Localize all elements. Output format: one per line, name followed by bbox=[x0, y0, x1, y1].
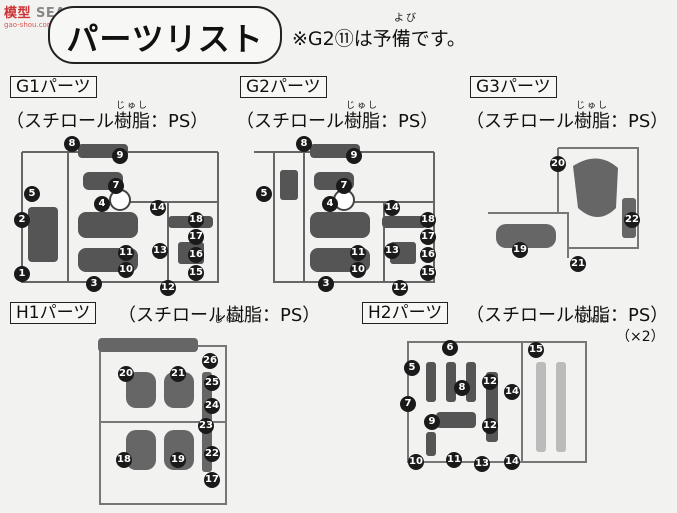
part-number: 8 bbox=[296, 136, 312, 152]
sprue-g2 bbox=[254, 144, 435, 283]
part-number: 5 bbox=[24, 186, 40, 202]
panel-material: （スチロール樹脂：PS） bbox=[466, 111, 669, 132]
material-ruby: じゅし bbox=[576, 101, 610, 111]
part-number: 2 bbox=[14, 212, 30, 228]
part-number: 26 bbox=[202, 353, 218, 369]
part-number: 18 bbox=[420, 212, 436, 228]
part-number: 24 bbox=[204, 398, 220, 414]
part-number: 11 bbox=[118, 245, 134, 261]
panel-material: （スチロール樹脂：PS） bbox=[466, 305, 669, 326]
title-box: パーツリスト bbox=[48, 6, 282, 64]
part-number: 10 bbox=[350, 262, 366, 278]
part-number: 13 bbox=[152, 243, 168, 259]
part-number: 8 bbox=[64, 136, 80, 152]
spare-note: よび ※G2⑪は予備です。 bbox=[292, 13, 466, 51]
part-number: 14 bbox=[504, 384, 520, 400]
panel-material: （スチロール樹脂：PS） bbox=[118, 305, 321, 326]
part-number: 13 bbox=[474, 456, 490, 472]
part-number: 5 bbox=[404, 360, 420, 376]
part-number: 13 bbox=[384, 243, 400, 259]
part-number: 20 bbox=[550, 156, 566, 172]
part-number: 1 bbox=[14, 266, 30, 282]
part-number: 16 bbox=[420, 247, 436, 263]
panel-g1: G1パーツ bbox=[10, 76, 97, 98]
part-number: 19 bbox=[512, 242, 528, 258]
part-number: 7 bbox=[108, 178, 124, 194]
part-number: 18 bbox=[188, 212, 204, 228]
page-title: パーツリスト bbox=[66, 20, 264, 58]
material-ruby: じゅし bbox=[346, 101, 380, 111]
part-number: 3 bbox=[86, 276, 102, 292]
part-number: 22 bbox=[624, 212, 640, 228]
part-number: 11 bbox=[446, 452, 462, 468]
part-number: 9 bbox=[424, 414, 440, 430]
part-number: 16 bbox=[188, 247, 204, 263]
panel-material: （スチロール樹脂：PS） bbox=[236, 111, 439, 132]
part-number: 17 bbox=[188, 229, 204, 245]
panel-label: H2パーツ bbox=[362, 302, 449, 324]
part-number: 23 bbox=[198, 418, 214, 434]
part-number: 5 bbox=[256, 186, 272, 202]
panel-g3: G3パーツ bbox=[470, 76, 557, 98]
part-number: 25 bbox=[204, 375, 220, 391]
part-number: 12 bbox=[160, 280, 176, 296]
part-number: 9 bbox=[346, 148, 362, 164]
part-number: 21 bbox=[570, 256, 586, 272]
panel-material: （スチロール樹脂：PS） bbox=[6, 111, 209, 132]
part-number: 11 bbox=[350, 245, 366, 261]
part-number: 6 bbox=[442, 340, 458, 356]
part-number: 9 bbox=[112, 148, 128, 164]
note-text: ※G2⑪は予備です。 bbox=[292, 28, 466, 50]
part-number: 12 bbox=[482, 374, 498, 390]
panel-g2: G2パーツ bbox=[240, 76, 327, 98]
panel-h2: H2パーツ bbox=[362, 302, 449, 324]
part-number: 10 bbox=[118, 262, 134, 278]
panel-label: G1パーツ bbox=[10, 76, 97, 98]
part-number: 4 bbox=[322, 196, 338, 212]
part-number: 12 bbox=[482, 418, 498, 434]
part-number: 22 bbox=[204, 446, 220, 462]
panel-label: G3パーツ bbox=[470, 76, 557, 98]
part-number: 14 bbox=[504, 454, 520, 470]
sprue-h2 bbox=[407, 341, 587, 463]
part-number: 14 bbox=[150, 200, 166, 216]
part-number: 19 bbox=[170, 452, 186, 468]
material-ruby: じゅし bbox=[214, 315, 248, 325]
part-number: 17 bbox=[204, 472, 220, 488]
part-number: 4 bbox=[94, 196, 110, 212]
part-number: 14 bbox=[384, 200, 400, 216]
part-number: 20 bbox=[118, 366, 134, 382]
part-number: 10 bbox=[408, 454, 424, 470]
note-ruby: よび bbox=[394, 13, 418, 24]
part-number: 7 bbox=[336, 178, 352, 194]
part-number: 15 bbox=[420, 265, 436, 281]
part-number: 17 bbox=[420, 229, 436, 245]
panel-label: H1パーツ bbox=[10, 302, 97, 324]
part-number: 7 bbox=[400, 396, 416, 412]
panel-h1: H1パーツ bbox=[10, 302, 97, 324]
part-number: 3 bbox=[318, 276, 334, 292]
part-number: 21 bbox=[170, 366, 186, 382]
part-number: 15 bbox=[188, 265, 204, 281]
panel-label: G2パーツ bbox=[240, 76, 327, 98]
quantity-note: （×2） bbox=[616, 329, 665, 345]
part-number: 15 bbox=[528, 342, 544, 358]
material-ruby: じゅし bbox=[578, 315, 612, 325]
part-number: 8 bbox=[454, 380, 470, 396]
material-ruby: じゅし bbox=[116, 101, 150, 111]
part-number: 18 bbox=[116, 452, 132, 468]
part-number: 12 bbox=[392, 280, 408, 296]
